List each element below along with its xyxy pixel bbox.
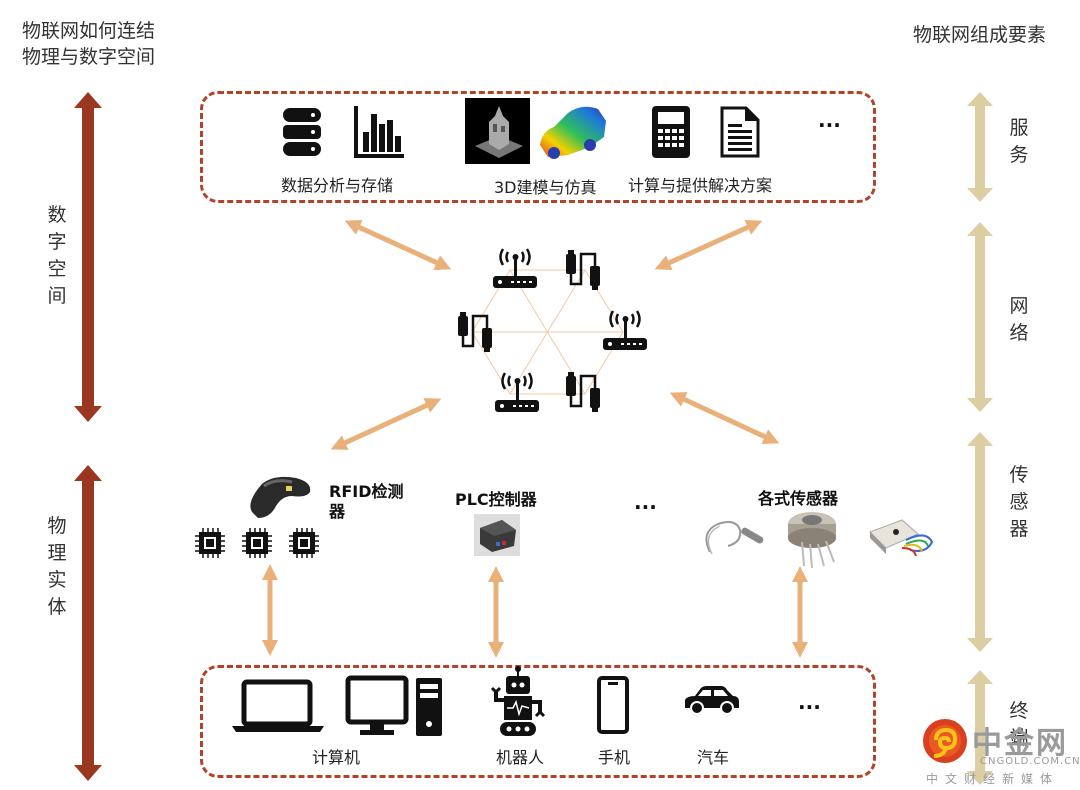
label-sensors: 传感器 [1009,464,1029,540]
bar-chart-icon [354,106,404,158]
barcode-scanner-image [250,476,311,518]
title-left-line1: 物联网如何连结 [22,20,156,42]
services-axis-arrow [967,92,993,202]
network-hexagon [471,269,624,395]
title-left-line2: 物理与数字空间 [22,46,156,68]
terminals-box [200,665,876,778]
watermark-tagline: 中文财经新媒体 [926,772,1060,786]
arrow-services-network-left [344,220,452,270]
router-icon [493,248,537,288]
laptop-icon [232,679,324,732]
arrow-network-sensors-left [330,398,442,450]
usb-cable-icon [566,372,600,412]
services-box [200,91,876,203]
label-solutions: 计算与提供解决方案 [628,176,773,195]
terminal-axis-arrow [967,670,993,785]
label-rfid: RFID检测 器 [329,482,404,521]
physical-entity-arrow [74,465,102,781]
watermark-url: CNGOLD.COM.CN [980,756,1080,767]
database-icon [283,108,321,156]
smartphone-icon [597,676,629,734]
desktop-computer-icon [345,675,442,736]
digital-space-arrow [74,92,102,422]
watermark-name: 中金网 [972,726,1068,761]
car-simulation-image [540,106,606,159]
car-icon [685,686,739,715]
label-car: 汽车 [697,748,730,767]
label-network: 网络 [1009,295,1029,344]
label-data-analysis: 数据分析与存储 [281,176,394,195]
label-services: 服务 [1009,117,1029,166]
router-icon [495,372,539,412]
label-terminals: 终端 [1009,700,1029,749]
watermark: 中金网 CNGOLD.COM.CN 中文财经新媒体 [922,712,1080,790]
label-robot: 机器人 [496,748,545,767]
router-icon [603,310,647,350]
label-phone: 手机 [598,748,631,767]
arrow-services-network-right [654,220,763,270]
3d-model-image [465,98,530,164]
document-icon [720,106,760,158]
usb-cable-icon [566,250,600,290]
chip-icons [195,527,325,562]
chip-icon [195,527,320,559]
diagram-title-right: 物联网组成要素 [913,24,1047,46]
dust-sensor-image [869,519,934,557]
diagram-title-left: 物联网如何连结 物理与数字空间 [22,18,155,70]
gas-sensor-image [788,512,836,569]
probe-sensor-image [705,521,764,555]
sensor-axis-arrow [967,432,993,652]
services-more-ellipsis: ... [818,108,841,132]
plc-controller-image [474,514,520,556]
label-various-sensors: 各式传感器 [758,489,839,508]
sensors-more-ellipsis: ... [634,490,657,514]
network-axis-arrow [967,222,993,412]
label-3d-modeling: 3D建模与仿真 [494,178,597,197]
usb-cable-icon [458,312,492,352]
arrow-network-sensors-right [669,392,780,444]
cngold-logo-icon [923,719,967,763]
terminals-more-ellipsis: ... [798,690,821,714]
calculator-icon [652,106,690,158]
label-computer: 计算机 [312,748,361,767]
label-physical-entity: 物理实体 [47,515,67,618]
robot-icon [490,666,546,736]
label-plc: PLC控制器 [455,490,537,509]
label-digital-space: 数字空间 [47,204,67,307]
